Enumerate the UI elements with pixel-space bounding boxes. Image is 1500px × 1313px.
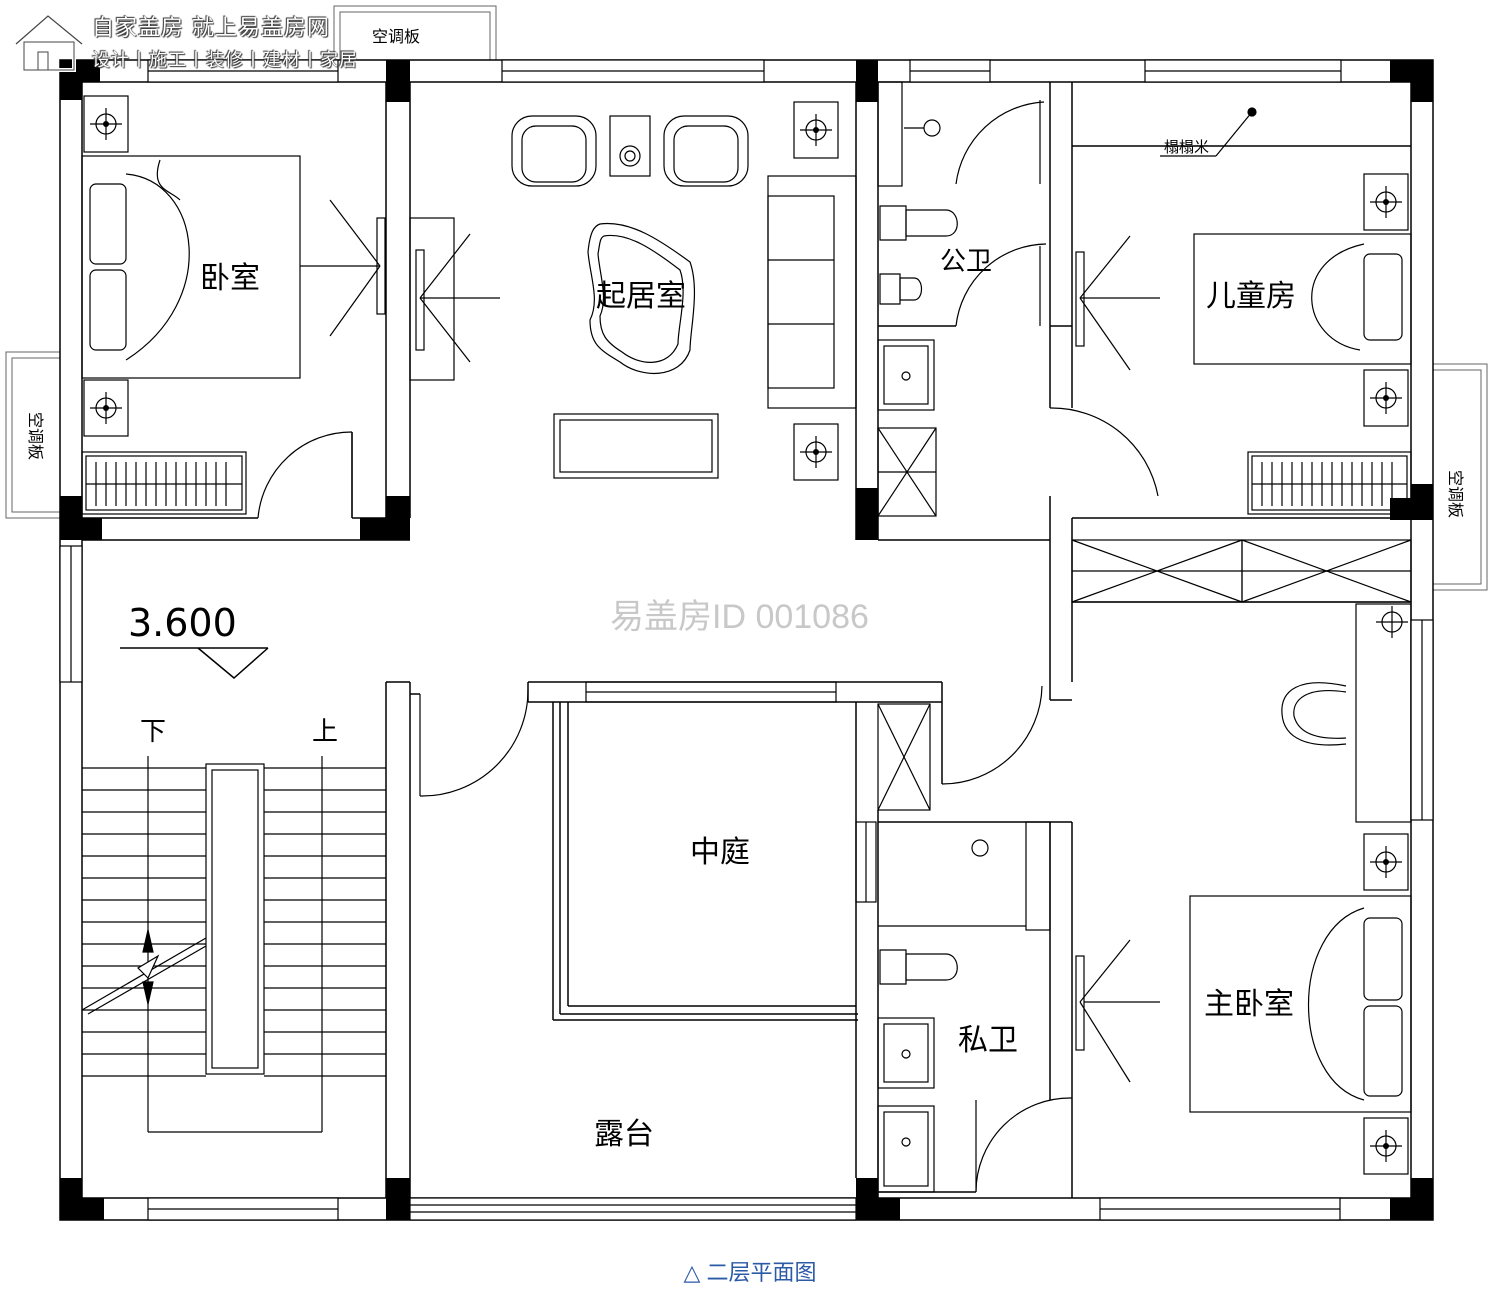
room-label-bedroom: 卧室 — [200, 261, 260, 296]
room-label-courtyard: 中庭 — [690, 835, 750, 870]
caption-title: 二层平面图 — [706, 1261, 817, 1286]
master-wardrobe — [1071, 539, 1412, 603]
room-label-kids: 儿童房 — [1206, 279, 1296, 314]
room-label-public-wc: 公卫 — [940, 247, 992, 277]
living-lamp-bottom — [793, 423, 839, 481]
kids-lamp-bottom — [1363, 369, 1409, 427]
room-label-living: 起居室 — [596, 279, 686, 314]
master-lamp-bottom — [1363, 1117, 1409, 1175]
elevation-text: 3.600 — [128, 601, 237, 645]
room-label-private-wc: 私卫 — [958, 1023, 1018, 1058]
master-bed — [1084, 895, 1412, 1113]
bedroom-lamp-bottom — [83, 379, 129, 437]
master-tv — [1075, 939, 1131, 1083]
watermark: 易盖房ID 001086 — [610, 598, 869, 636]
room-label-master: 主卧室 — [1204, 987, 1294, 1022]
bedroom-bed — [81, 155, 380, 379]
living-sofa — [767, 175, 857, 409]
bedroom-lamp-top — [83, 95, 129, 153]
triangle-icon: △ — [683, 1261, 701, 1286]
bedroom-wardrobe — [81, 451, 247, 515]
stair-up-label: 上 — [312, 717, 338, 747]
living-coffee-table — [587, 222, 696, 374]
private-wc-fixtures — [877, 821, 1051, 1193]
plan-caption: △二层平面图 — [0, 1255, 1500, 1287]
master-lamp-top — [1363, 833, 1409, 891]
brand-overlay: 自家盖房 就上易盖房网 设计丨施工丨装修丨建材丨家居 — [8, 10, 418, 80]
master-desk — [1281, 603, 1412, 823]
shaft — [877, 703, 931, 811]
bedroom-tv — [329, 199, 386, 337]
kids-tv — [1075, 235, 1160, 371]
living-bench — [553, 413, 719, 479]
elevation-marker — [120, 647, 269, 679]
brand-slogan: 自家盖房 就上易盖房网 — [92, 16, 330, 41]
columns — [60, 60, 1433, 1220]
living-chairs — [511, 115, 749, 187]
ac-label-top: 空调板 — [372, 27, 420, 46]
tatami-label: 榻榻米 — [1164, 138, 1209, 156]
staircase — [81, 756, 386, 1133]
ac-boards — [5, 5, 1488, 591]
kids-bed — [1193, 233, 1412, 365]
stair-down-label: 下 — [140, 717, 166, 747]
interior-walls — [82, 82, 1411, 1198]
living-lamp-top — [793, 101, 839, 159]
public-wc-fixtures — [877, 81, 958, 517]
house-logo-icon — [14, 12, 84, 72]
doors — [257, 100, 1159, 1193]
brand-services: 设计丨施工丨装修丨建材丨家居 — [92, 50, 358, 71]
ac-label-left: 空调板 — [26, 412, 45, 460]
room-label-terrace: 露台 — [594, 1117, 654, 1152]
living-tv-cabinet — [409, 217, 500, 381]
kids-wardrobe — [1247, 451, 1412, 515]
windows — [59, 59, 1434, 1221]
tatami-leader — [1160, 107, 1257, 157]
ac-label-right: 空调板 — [1446, 470, 1465, 518]
kids-lamp-top — [1363, 173, 1409, 231]
